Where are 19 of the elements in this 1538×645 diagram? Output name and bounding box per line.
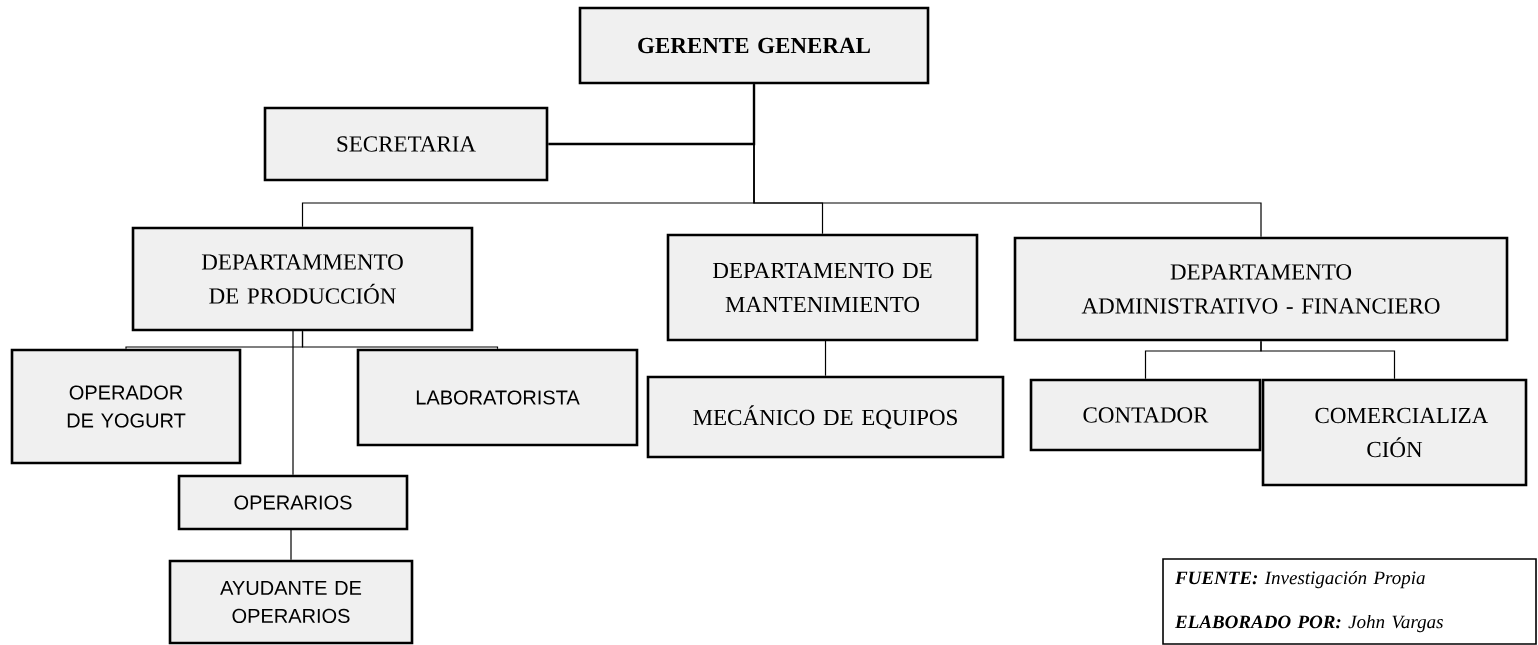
connector-line xyxy=(824,339,827,377)
org-box: CONTADOR xyxy=(1029,378,1262,452)
org-box: DEPARTAMMENTO DE PRODUCCIÓN xyxy=(131,226,474,332)
org-box: OPERARIOS xyxy=(177,474,409,531)
org-box: COMERCIALIZA CIÓN xyxy=(1261,378,1528,487)
connector-line xyxy=(292,329,294,476)
org-box: DEPARTAMENTO ADMINISTRATIVO - FINANCIERO xyxy=(1013,236,1509,342)
org-box: MECÁNICO DE EQUIPOS xyxy=(646,375,1005,459)
connector-line xyxy=(1260,340,1396,380)
org-box: DEPARTAMENTO DE MANTENIMIENTO xyxy=(666,233,979,342)
connector-line xyxy=(753,83,1262,238)
org-box: SECRETARIA xyxy=(263,106,549,182)
org-box: OPERADOR DE YOGURT xyxy=(10,348,242,465)
connector-line xyxy=(301,330,499,350)
source-note-box: FUENTE: Investigación Propia ELABORADO POR: John Vargas xyxy=(1162,558,1537,645)
connector-line xyxy=(290,528,292,561)
org-box: GERENTE GENERAL xyxy=(578,6,930,85)
org-box: AYUDANTE DE OPERARIOS xyxy=(168,559,414,645)
org-box: LABORATORISTA xyxy=(356,348,639,447)
